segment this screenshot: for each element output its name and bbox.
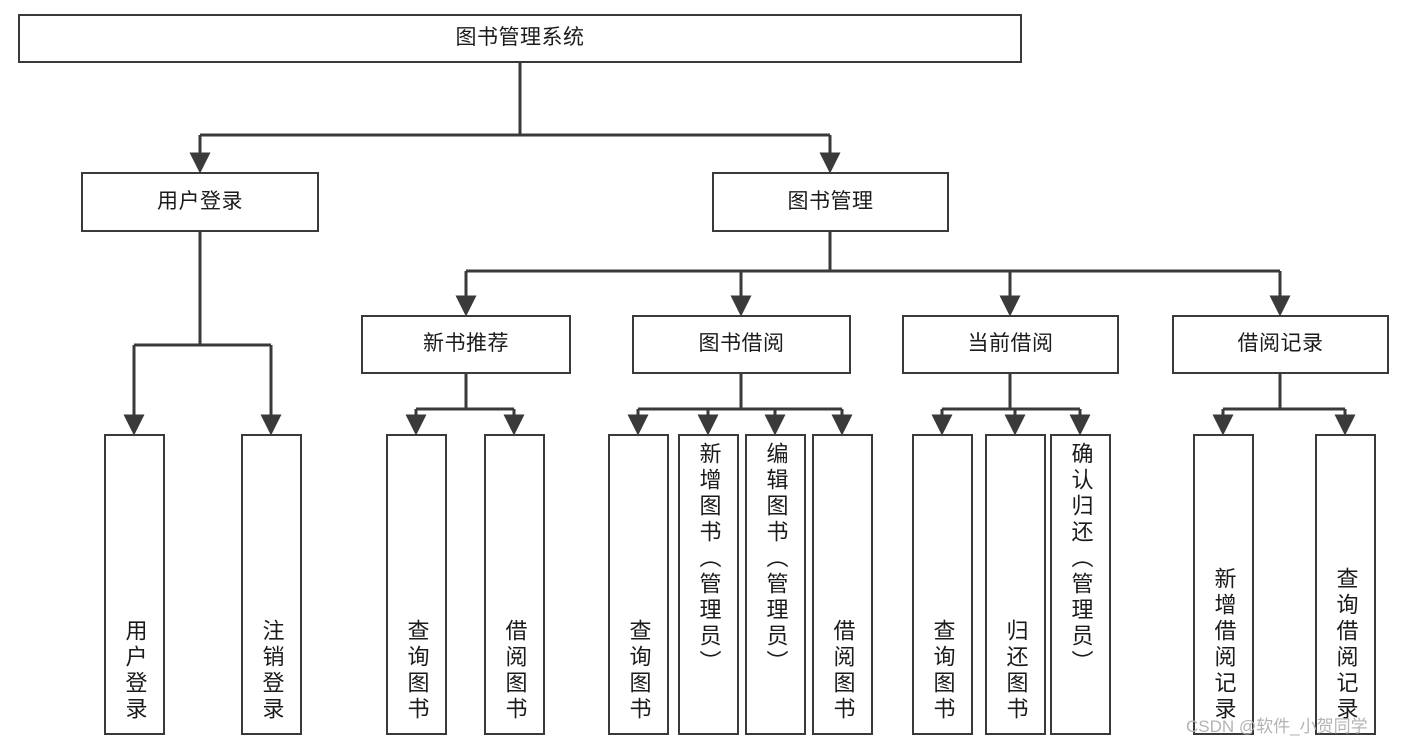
- leaf-return-book-label: 归还图书: [1003, 619, 1029, 723]
- node-book-manage[interactable]: 图书管理: [712, 172, 949, 232]
- node-user-login[interactable]: 用户登录: [81, 172, 319, 232]
- leaf-query-book-1[interactable]: 查询图书: [386, 434, 447, 735]
- leaf-confirm-return-label: 确认归还（管理员）: [1068, 442, 1094, 676]
- leaf-add-book-label: 新增图书（管理员）: [696, 442, 722, 676]
- node-new-book-rec-label: 新书推荐: [423, 332, 509, 356]
- node-user-login-label: 用户登录: [157, 189, 243, 213]
- leaf-borrow-book-1-label: 借阅图书: [502, 619, 528, 723]
- leaf-confirm-return[interactable]: 确认归还（管理员）: [1050, 434, 1111, 735]
- node-current-borrow-label: 当前借阅: [967, 332, 1054, 356]
- leaf-query-book-1-label: 查询图书: [404, 619, 430, 723]
- node-book-borrow[interactable]: 图书借阅: [632, 315, 851, 374]
- leaf-edit-book[interactable]: 编辑图书（管理员）: [745, 434, 806, 735]
- leaf-borrow-book-2[interactable]: 借阅图书: [812, 434, 873, 735]
- node-root-label: 图书管理系统: [455, 26, 585, 50]
- leaf-add-book[interactable]: 新增图书（管理员）: [678, 434, 739, 735]
- leaf-query-record[interactable]: 查询借阅记录: [1315, 434, 1376, 735]
- node-borrow-record[interactable]: 借阅记录: [1172, 315, 1389, 374]
- leaf-query-book-2-label: 查询图书: [626, 619, 652, 723]
- leaf-return-book[interactable]: 归还图书: [985, 434, 1046, 735]
- leaf-borrow-book-2-label: 借阅图书: [830, 619, 856, 723]
- leaf-query-book-2[interactable]: 查询图书: [608, 434, 669, 735]
- leaf-user-login-label: 用户登录: [122, 619, 148, 723]
- leaf-query-book-3[interactable]: 查询图书: [912, 434, 973, 735]
- leaf-query-record-label: 查询借阅记录: [1333, 567, 1359, 723]
- node-borrow-record-label: 借阅记录: [1237, 332, 1324, 356]
- leaf-edit-book-label: 编辑图书（管理员）: [763, 442, 789, 676]
- leaf-logout[interactable]: 注销登录: [241, 434, 302, 735]
- leaf-borrow-book-1[interactable]: 借阅图书: [484, 434, 545, 735]
- leaf-user-login[interactable]: 用户登录: [104, 434, 165, 735]
- csdn-watermark: CSDN @软件_小贺同学: [1186, 717, 1368, 736]
- node-new-book-rec[interactable]: 新书推荐: [361, 315, 571, 374]
- node-root[interactable]: 图书管理系统: [18, 14, 1022, 63]
- leaf-add-record-label: 新增借阅记录: [1211, 567, 1237, 723]
- leaf-query-book-3-label: 查询图书: [930, 619, 956, 723]
- node-book-borrow-label: 图书借阅: [698, 332, 785, 356]
- leaf-add-record[interactable]: 新增借阅记录: [1193, 434, 1254, 735]
- leaf-logout-label: 注销登录: [259, 619, 285, 723]
- node-book-manage-label: 图书管理: [787, 189, 874, 213]
- node-current-borrow[interactable]: 当前借阅: [902, 315, 1119, 374]
